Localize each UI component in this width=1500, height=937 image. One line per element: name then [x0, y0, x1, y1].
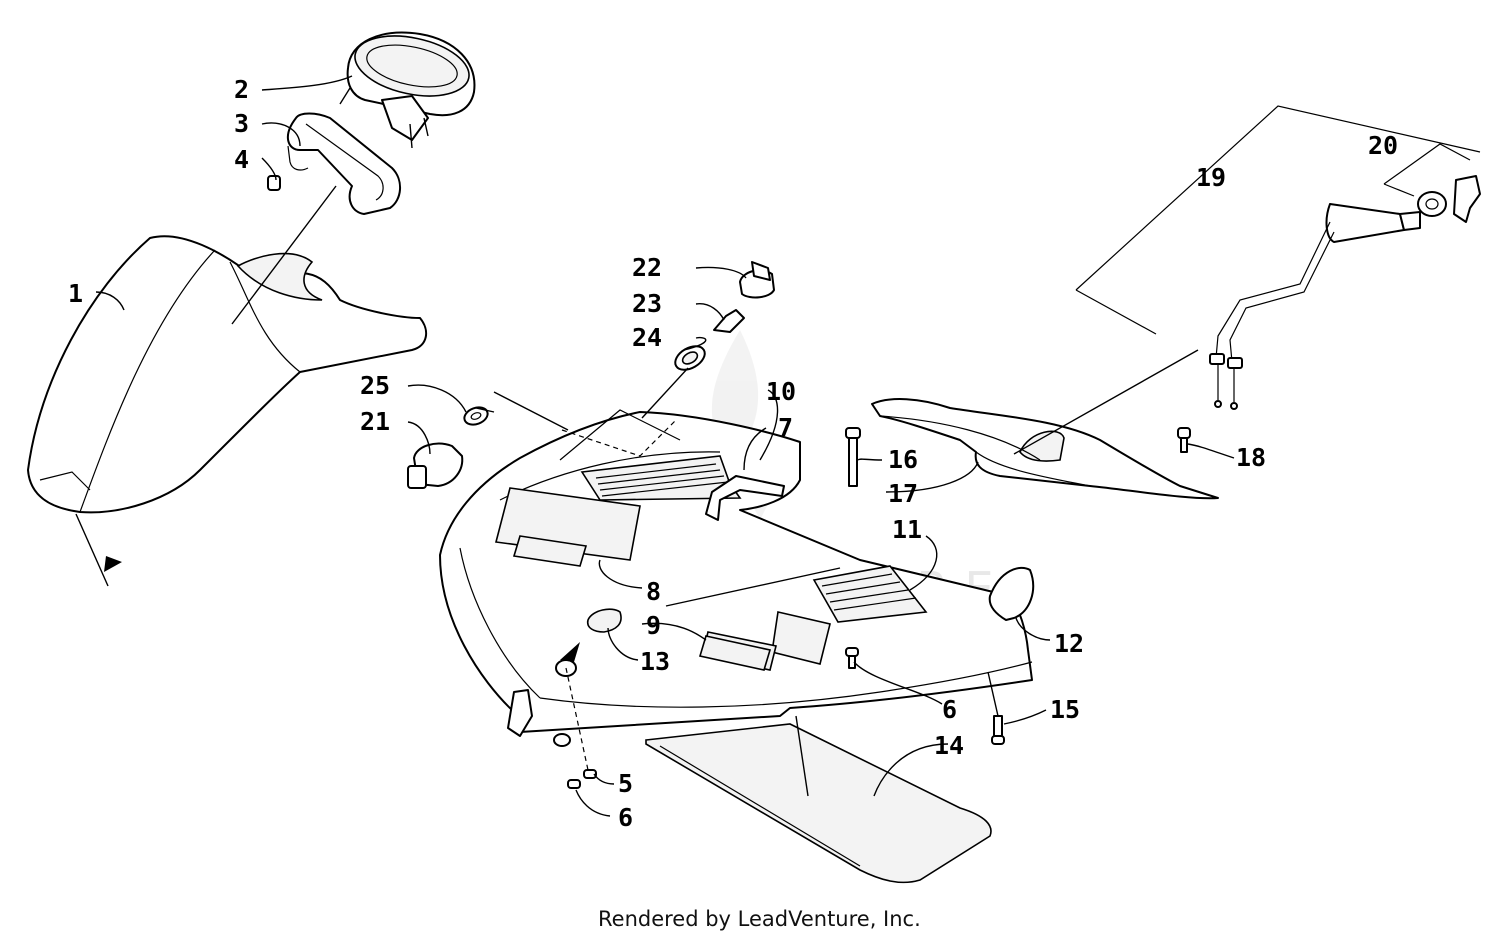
part-screw-15 [991, 715, 1005, 745]
part-ignition [407, 406, 489, 489]
callout-6-lower: 6 [618, 803, 633, 832]
callout-6-upper: 6 [942, 695, 957, 724]
callout-13: 13 [640, 647, 670, 676]
callout-8: 8 [646, 577, 661, 606]
part-rear-cover [871, 398, 1219, 500]
callout-11: 11 [892, 515, 922, 544]
callouts: 2 3 4 1 22 23 24 25 21 10 7 16 17 18 19 … [68, 75, 1398, 832]
callout-5: 5 [618, 769, 633, 798]
part-screw-18 [1177, 427, 1191, 453]
callout-12: 12 [1054, 629, 1084, 658]
callout-25: 25 [360, 371, 390, 400]
part-bolt-16 [845, 427, 861, 487]
leader-lines [95, 75, 1235, 817]
part-body-panel [439, 409, 1033, 737]
callout-16: 16 [888, 445, 918, 474]
part-throttle-cable [1075, 105, 1481, 410]
part-decal-13 [586, 608, 622, 633]
callout-1: 1 [68, 279, 83, 308]
callout-19: 19 [1196, 163, 1226, 192]
part-screw-5 [583, 769, 597, 779]
callout-15: 15 [1050, 695, 1080, 724]
callout-22: 22 [632, 253, 662, 282]
callout-21: 21 [360, 407, 390, 436]
part-screw-6-lower [567, 779, 581, 789]
direction-arrow-left [75, 513, 122, 587]
callout-23: 23 [632, 289, 662, 318]
callout-9: 9 [646, 611, 661, 640]
footer-credit: Rendered by LeadVenture, Inc. [598, 907, 921, 931]
callout-14: 14 [934, 731, 964, 760]
part-screw-6-upper [845, 647, 859, 669]
part-gauge [339, 31, 476, 149]
part-windshield [27, 235, 428, 514]
callout-20: 20 [1368, 131, 1398, 160]
callout-24: 24 [632, 323, 662, 352]
part-foam-14 [645, 723, 992, 884]
direction-arrow-center [560, 642, 589, 771]
callout-7: 7 [778, 413, 793, 442]
callout-3: 3 [234, 109, 249, 138]
callout-18: 18 [1236, 443, 1266, 472]
callout-4: 4 [234, 145, 249, 174]
callout-2: 2 [234, 75, 249, 104]
reference-dash-lines [561, 419, 677, 457]
callout-17: 17 [888, 479, 918, 508]
part-key-cap [674, 261, 775, 371]
part-screw-4 [267, 175, 281, 191]
part-cover-12 [988, 566, 1035, 621]
callout-10: 10 [766, 377, 796, 406]
part-bracket [286, 112, 401, 215]
